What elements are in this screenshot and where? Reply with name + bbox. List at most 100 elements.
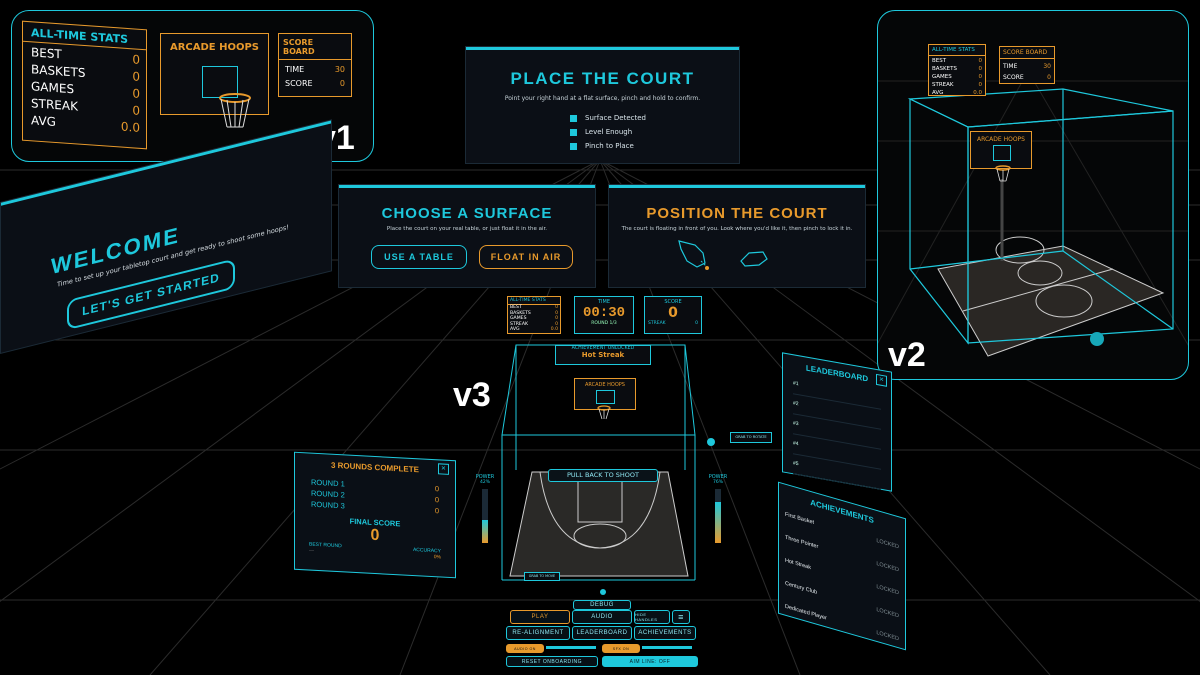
leaderboard-button[interactable]: LEADERBOARD: [572, 626, 632, 640]
v2-stat-row-value: 0.0: [973, 90, 982, 96]
choose-surface-panel: CHOOSE A SURFACE Place the court on your…: [338, 184, 596, 288]
v3-hoops-title: ARCADE HOOPS: [585, 382, 625, 388]
power-fill-right: [715, 501, 721, 543]
round-row-label: ROUND 3: [311, 499, 345, 511]
power-meter-right: POWER 76%: [703, 474, 733, 543]
v1-hoops-title: ARCADE HOOPS: [169, 42, 260, 53]
power-value-left: 42%: [479, 480, 490, 485]
achievements-button[interactable]: ACHIEVEMENTS: [634, 626, 696, 640]
rotate-handle-icon[interactable]: [707, 438, 715, 446]
re-alignment-button[interactable]: RE-ALIGNMENT: [506, 626, 570, 640]
reset-onboarding-button[interactable]: RESET ONBOARDING: [506, 656, 598, 667]
power-value-right: 76%: [712, 480, 723, 485]
audio-button[interactable]: AUDIO: [572, 610, 632, 624]
v3-stat-row-value: 0: [555, 310, 558, 316]
leaderboard-close-button[interactable]: ×: [876, 373, 887, 387]
placement-check-label: Surface Detected: [585, 114, 646, 122]
v3-stats-title: ALL-TIME STATS: [508, 297, 560, 305]
menu-button[interactable]: ≡: [672, 610, 690, 624]
placement-check-item: Pinch to Place: [570, 142, 739, 150]
v3-streak-value: 0: [695, 321, 698, 326]
pinch-hand-icon: [678, 240, 709, 270]
v2-stats-title: ALL-TIME STATS: [929, 45, 985, 56]
v1-hoops-board: ARCADE HOOPS: [160, 33, 269, 115]
placement-check-label: Level Enough: [585, 128, 633, 136]
v1-stat-row-value: 0: [132, 52, 140, 67]
best-round-value: —: [309, 547, 314, 554]
float-in-air-button[interactable]: FLOAT IN AIR: [479, 245, 573, 269]
v3-round: ROUND 1/3: [591, 321, 617, 326]
audio-volume-slider[interactable]: [546, 646, 596, 649]
v2-score-row: TIME 30: [1003, 61, 1051, 72]
v2-label: v2: [888, 336, 926, 374]
v3-stat-row-value: 0.0: [550, 327, 558, 333]
power-label-right: POWER: [708, 474, 728, 480]
round-row-value: 0: [434, 484, 439, 494]
v2-stat-row-value: 0: [978, 58, 983, 64]
v3-stat-row-label: GAMES: [510, 316, 527, 322]
power-meter-left: POWER 42%: [470, 474, 500, 543]
audio-on-toggle[interactable]: AUDIO ON: [506, 644, 544, 653]
v2-floor-grid: [878, 70, 1188, 357]
v2-hoop-net-icon: [995, 165, 1011, 182]
rounds-close-button[interactable]: ×: [438, 463, 449, 475]
sfx-on-toggle[interactable]: SFX ON: [602, 644, 640, 653]
v3-stat-row-value: 0: [555, 305, 558, 310]
aim-line-toggle[interactable]: AIM LINE: OFF: [602, 656, 698, 667]
v1-score-row-value: 0: [339, 79, 345, 88]
v2-stat-row-label: BASKETS: [932, 66, 957, 72]
v1-score-title: SCORE BOARD: [279, 34, 351, 60]
choose-surface-title: CHOOSE A SURFACE: [381, 205, 553, 222]
v2-stat-row-label: BEST: [932, 58, 947, 64]
v1-stat-row-label: AVG: [31, 113, 56, 130]
leaderboard-panel: LEADERBOARD × #1#2#3#4#5: [782, 352, 892, 492]
v2-score-row-label: TIME: [1003, 63, 1018, 70]
v3-stat-row-label: STREAK: [510, 321, 528, 327]
v1-score-row-value: 30: [334, 65, 345, 74]
grab-to-move-label[interactable]: GRAB TO MOVE: [524, 572, 560, 581]
achievement-toast-name: Hot Streak: [581, 351, 625, 359]
choose-surface-subtitle: Place the court on your real table, or j…: [386, 226, 548, 232]
open-hand-icon: [740, 251, 768, 267]
pull-back-to-shoot-label: PULL BACK TO SHOOT: [548, 469, 658, 482]
debug-button[interactable]: DEBUG: [573, 600, 631, 610]
v2-stat-row-value: 0: [978, 74, 983, 80]
v3-score-value: 0: [668, 305, 678, 321]
power-fill-left: [482, 520, 488, 543]
v2-score-row-label: SCORE: [1003, 74, 1024, 81]
v3-label: v3: [453, 376, 491, 414]
use-a-table-button[interactable]: USE A TABLE: [371, 245, 467, 269]
v3-score-label: SCORE: [664, 299, 682, 305]
v2-score-row-value: 30: [1043, 63, 1051, 70]
placement-check-item: Level Enough: [570, 128, 739, 136]
checkbox-icon: [570, 128, 577, 136]
v2-score-row: SCORE 0: [1003, 72, 1051, 83]
v2-score-row-value: 0: [1047, 74, 1051, 81]
position-court-title: POSITION THE COURT: [646, 205, 828, 222]
play-button[interactable]: PLAY: [510, 610, 570, 624]
v3-stat-row-label: AVG: [510, 327, 520, 333]
v2-hoops-board: ARCADE HOOPS: [970, 131, 1032, 169]
position-court-panel: POSITION THE COURT The court is floating…: [608, 184, 866, 288]
hoop-net-icon: [219, 93, 251, 128]
sfx-volume-slider[interactable]: [642, 646, 692, 649]
v3-hoop-net-icon: [597, 405, 611, 420]
v2-stat-row: BEST 0: [932, 57, 982, 65]
welcome-title: WELCOME: [51, 222, 180, 280]
achievement-unlocked-toast: ACHIEVEMENT UNLOCKED Hot Streak: [555, 345, 651, 365]
grab-to-rotate-label[interactable]: GRAB TO ROTATE: [730, 432, 772, 443]
v2-stat-row-value: 0: [978, 82, 983, 88]
v1-stat-row-value: 0: [132, 69, 140, 84]
hide-handles-button[interactable]: HIDE HANDLES: [634, 610, 670, 624]
